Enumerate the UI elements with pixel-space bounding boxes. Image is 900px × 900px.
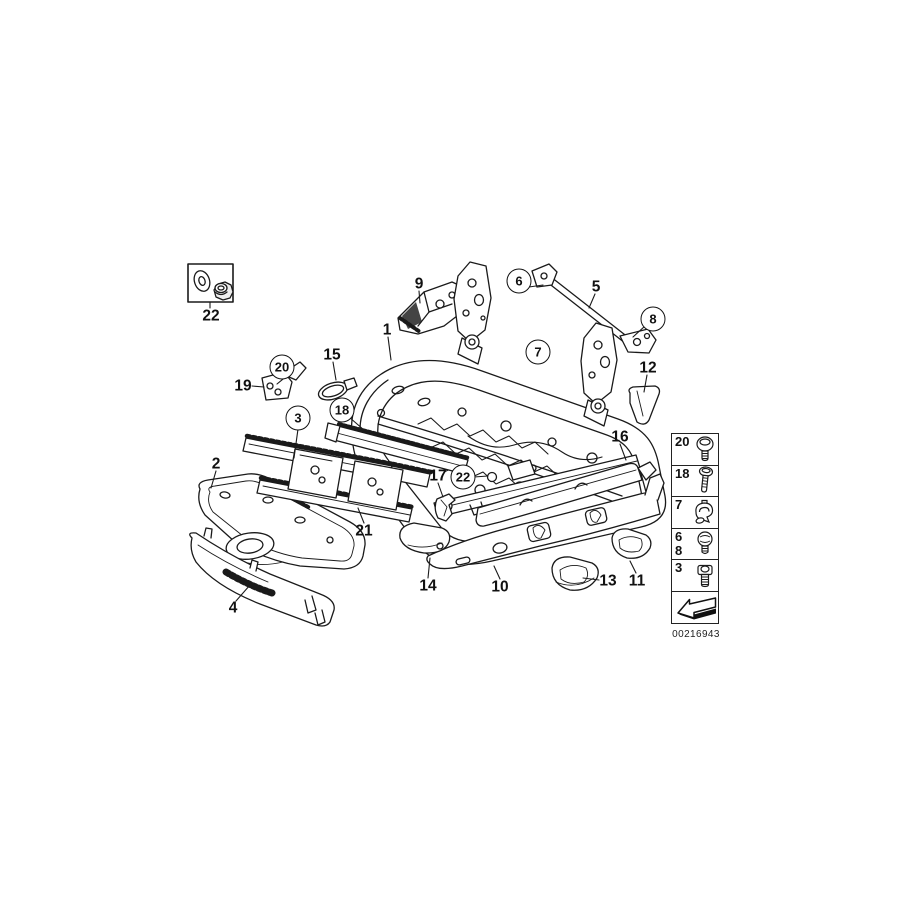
part-21-height-adjuster bbox=[242, 433, 434, 523]
part-16-rail-cover bbox=[475, 461, 657, 527]
legend-label: 20 bbox=[675, 434, 690, 449]
part-5-cross-rod bbox=[531, 263, 657, 354]
fastener-legend: 20 18 7 bbox=[671, 433, 719, 640]
callout-22: 22 bbox=[202, 307, 220, 325]
part-10-side-trim bbox=[426, 473, 665, 570]
callout-8-circled: 8 bbox=[640, 306, 666, 332]
part-11-pull-cover bbox=[611, 528, 652, 559]
callout-15: 15 bbox=[323, 346, 341, 364]
callout-21: 21 bbox=[355, 522, 373, 540]
legend-label: 6 8 bbox=[675, 528, 683, 559]
leader-lines bbox=[209, 284, 648, 602]
legend-row-3: 3 bbox=[671, 559, 719, 592]
callout-2: 2 bbox=[211, 455, 221, 473]
legend-row-20: 20 bbox=[671, 433, 719, 466]
part-12-handle bbox=[628, 385, 661, 425]
legend-label: 18 bbox=[675, 465, 690, 481]
clip-icon bbox=[695, 499, 714, 524]
callout-5: 5 bbox=[591, 278, 601, 296]
part-17-clip bbox=[434, 493, 456, 522]
callout-19: 19 bbox=[234, 377, 252, 395]
part-14-cover bbox=[399, 522, 451, 554]
direction-arrow-icon bbox=[677, 597, 717, 620]
callout-9: 9 bbox=[414, 275, 424, 293]
part-4-front-trim bbox=[189, 527, 335, 627]
oval-head-screw-icon bbox=[696, 435, 714, 461]
callout-17: 17 bbox=[429, 467, 447, 485]
callout-12: 12 bbox=[639, 359, 657, 377]
callout-3-circled: 3 bbox=[285, 405, 311, 431]
pan-head-screw-icon bbox=[697, 531, 713, 555]
callout-13: 13 bbox=[599, 572, 617, 590]
legend-label: 7 bbox=[675, 497, 683, 512]
callout-22-circled: 22 bbox=[450, 464, 476, 490]
legend-row-arrow bbox=[671, 590, 719, 624]
callout-20-circled: 20 bbox=[269, 354, 295, 380]
legend-row-7: 7 bbox=[671, 496, 719, 529]
socket-head-bolt-icon bbox=[697, 564, 713, 587]
callout-7-circled: 7 bbox=[525, 339, 551, 365]
legend-row-18: 18 bbox=[671, 464, 719, 498]
callout-16: 16 bbox=[611, 428, 629, 446]
legend-label: 3 bbox=[675, 560, 683, 575]
diagram-id-number: 00216943 bbox=[672, 629, 720, 640]
callout-14: 14 bbox=[419, 577, 437, 595]
legend-row-6-8: 6 8 bbox=[671, 527, 719, 561]
callout-10: 10 bbox=[491, 578, 509, 596]
part-18-rail-left bbox=[324, 422, 471, 475]
part-22-washer-nut-box bbox=[187, 263, 234, 303]
long-screw-icon bbox=[698, 466, 714, 493]
callout-18-circled: 18 bbox=[329, 397, 355, 423]
callout-6-circled: 6 bbox=[506, 268, 532, 294]
callout-11: 11 bbox=[628, 572, 646, 590]
callout-4: 4 bbox=[228, 599, 238, 617]
callout-1: 1 bbox=[382, 321, 392, 339]
part-13-pull-cover bbox=[551, 556, 599, 591]
